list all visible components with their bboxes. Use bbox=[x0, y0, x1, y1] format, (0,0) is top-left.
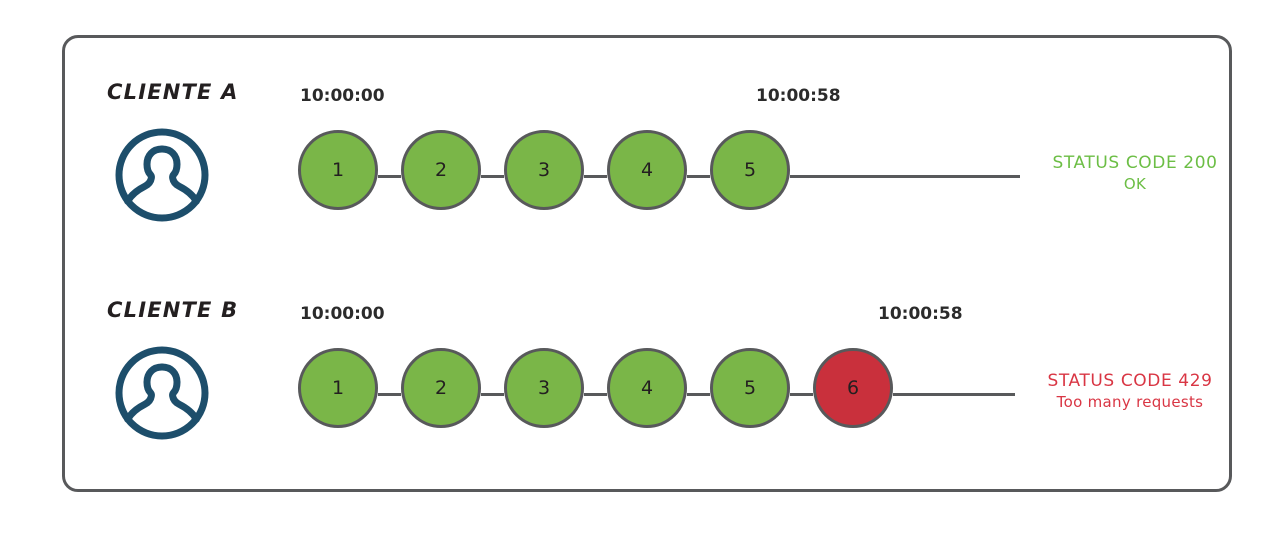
request-node[interactable]: 3 bbox=[504, 130, 584, 210]
request-node[interactable]: 1 bbox=[298, 130, 378, 210]
status-badge-a: STATUS CODE 200 OK bbox=[1020, 153, 1250, 194]
client-row-a: CLIENTE A 10:00:00 10:00:58 1 2 3 4 5 ST… bbox=[0, 70, 1280, 250]
request-node[interactable]: 4 bbox=[607, 130, 687, 210]
chain-link bbox=[687, 393, 710, 396]
chain-link bbox=[687, 175, 710, 178]
status-code-a: STATUS CODE 200 bbox=[1052, 153, 1218, 173]
status-detail-a: OK bbox=[1123, 174, 1147, 193]
client-a-label: CLIENTE A bbox=[107, 80, 239, 104]
chain-link bbox=[378, 175, 401, 178]
request-node[interactable]: 2 bbox=[401, 130, 481, 210]
response-line-b bbox=[893, 393, 1015, 396]
timestamp-end-b: 10:00:58 bbox=[878, 304, 963, 324]
chain-link bbox=[790, 393, 813, 396]
status-code-b: STATUS CODE 429 bbox=[1047, 371, 1213, 391]
timestamp-start-a: 10:00:00 bbox=[300, 86, 385, 106]
response-line-a bbox=[790, 175, 1020, 178]
chain-link bbox=[584, 393, 607, 396]
chain-link bbox=[584, 175, 607, 178]
user-avatar-icon bbox=[114, 345, 210, 441]
request-node[interactable]: 2 bbox=[401, 348, 481, 428]
request-node[interactable]: 5 bbox=[710, 130, 790, 210]
timestamp-end-a: 10:00:58 bbox=[756, 86, 841, 106]
status-detail-b: Too many requests bbox=[1056, 392, 1204, 411]
user-avatar-icon bbox=[114, 127, 210, 223]
client-row-b: CLIENTE B 10:00:00 10:00:58 1 2 3 4 5 6 bbox=[0, 288, 1280, 468]
client-b-label: CLIENTE B bbox=[107, 298, 239, 322]
request-node[interactable]: 1 bbox=[298, 348, 378, 428]
chain-link bbox=[481, 175, 504, 178]
timestamp-start-b: 10:00:00 bbox=[300, 304, 385, 324]
request-node[interactable]: 4 bbox=[607, 348, 687, 428]
chain-link bbox=[378, 393, 401, 396]
request-node[interactable]: 3 bbox=[504, 348, 584, 428]
chain-link bbox=[481, 393, 504, 396]
status-badge-b: STATUS CODE 429 Too many requests bbox=[1015, 371, 1245, 412]
request-node-blocked[interactable]: 6 bbox=[813, 348, 893, 428]
request-node[interactable]: 5 bbox=[710, 348, 790, 428]
